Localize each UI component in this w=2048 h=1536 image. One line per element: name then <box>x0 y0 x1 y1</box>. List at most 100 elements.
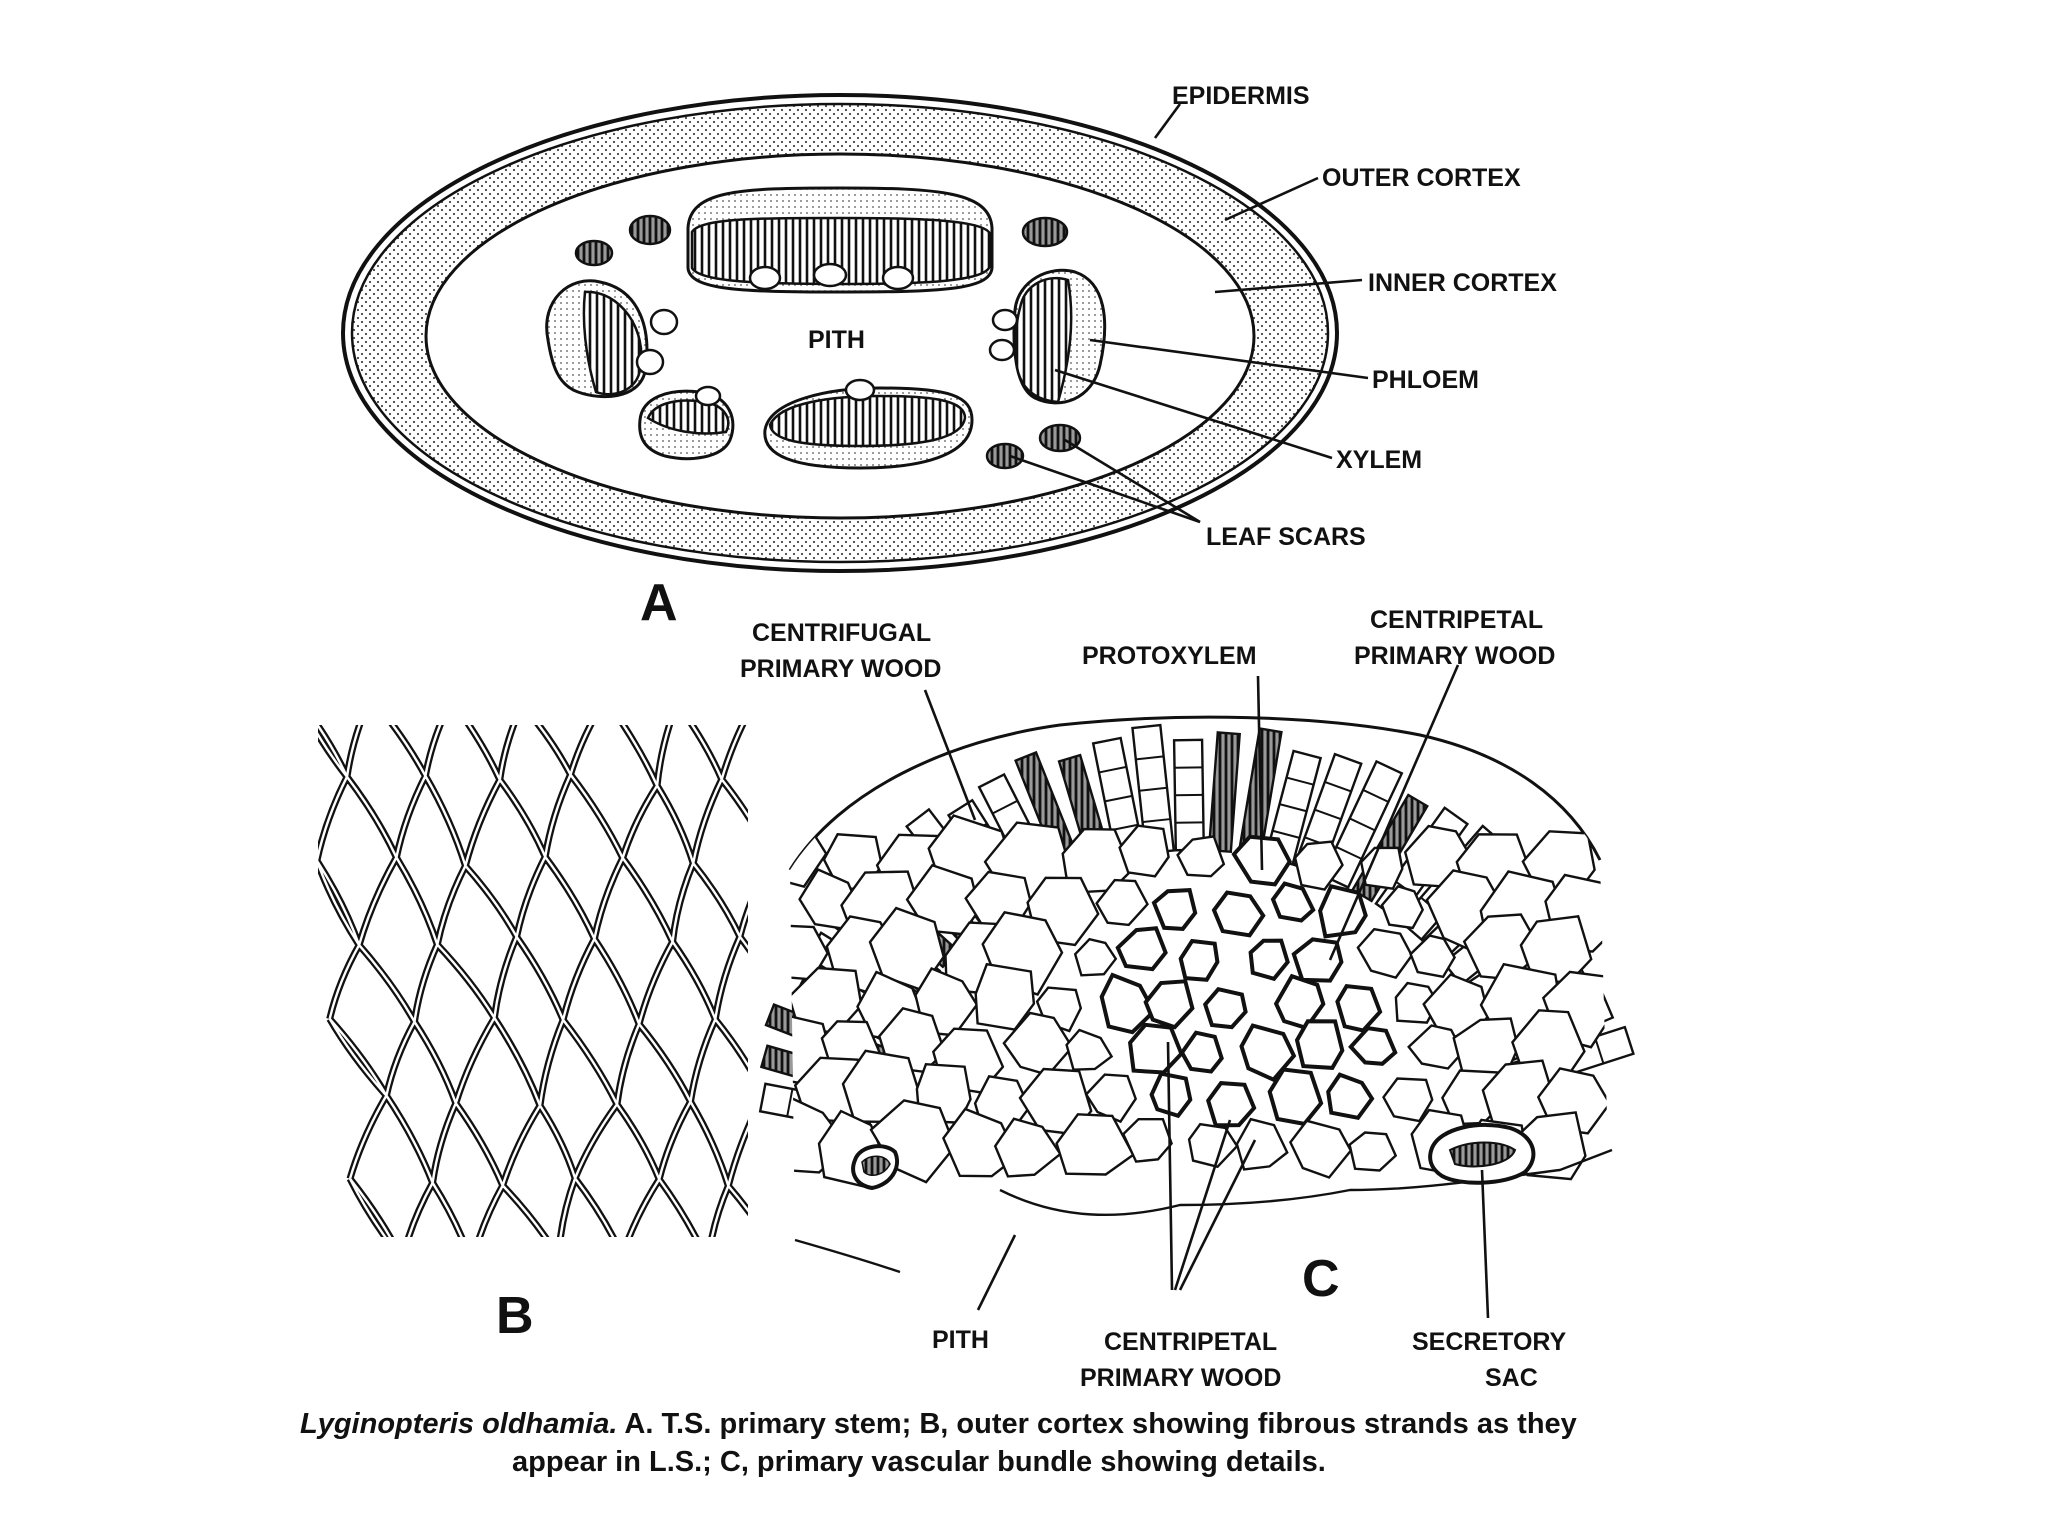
panel-b-letter: B <box>496 1287 534 1345</box>
parenchyma-cell <box>1073 937 1118 977</box>
parenchyma-cell <box>1211 890 1266 938</box>
cell-wall <box>1272 829 1300 839</box>
parenchyma-cell <box>1235 1117 1289 1171</box>
parenchyma-cell <box>1239 1023 1297 1083</box>
secretory-sac-left <box>851 1144 899 1191</box>
centripetal-bottom-label-line2: PRIMARY WOOD <box>1080 1364 1281 1392</box>
secretory-sac-label-line2: SAC <box>1485 1364 1538 1392</box>
cell-wall <box>1324 780 1352 793</box>
cell-wall <box>1279 803 1307 813</box>
centripetal-top-label-line1: CENTRIPETAL <box>1370 606 1543 634</box>
leaf-scar-ovals <box>574 214 1082 470</box>
parenchyma-cell <box>1084 1073 1138 1124</box>
parenchyma-cell <box>1348 1131 1398 1172</box>
parenchyma-cell <box>1205 1081 1257 1128</box>
secretory-sac-label-line1: SECRETORY <box>1412 1328 1567 1356</box>
parenchyma-cell <box>1409 934 1456 979</box>
pith-label-c: PITH <box>932 1326 989 1354</box>
cell-wall <box>1142 818 1171 824</box>
parenchyma-cell <box>1178 938 1220 982</box>
parenchyma-cell <box>1326 1072 1375 1121</box>
cell-wall <box>1286 776 1314 786</box>
cell-wall <box>992 799 1018 815</box>
centrifugal-label-line1: CENTRIFUGAL <box>752 619 931 647</box>
parenchyma-cell <box>1187 1122 1239 1169</box>
figure-caption: Lyginopteris oldhamia. A. T.S. primary s… <box>300 1405 1920 1481</box>
tracheid-file-dark <box>1207 731 1242 854</box>
parenchyma-cell <box>1202 986 1248 1030</box>
cell-wall <box>1098 765 1127 774</box>
cell-wall <box>1139 786 1168 792</box>
fibrous-strand <box>318 725 748 1237</box>
parenchyma-cell <box>1407 1024 1465 1070</box>
parenchyma-cell <box>1359 846 1404 891</box>
parenchyma-cell <box>1065 1028 1114 1071</box>
caption-line1: A. T.S. primary stem; B, outer cortex sh… <box>617 1408 1577 1440</box>
caption-species: Lyginopteris oldhamia. <box>300 1408 618 1440</box>
protoxylem-label: PROTOXYLEM <box>1082 642 1257 670</box>
stem-cross-section: PITH <box>341 93 1339 573</box>
parenchyma-cell <box>1143 979 1195 1030</box>
vascular-bundle-left <box>545 279 649 398</box>
parenchyma-cell <box>1055 1113 1135 1176</box>
parenchyma-cell <box>1356 927 1414 979</box>
secretory-sac <box>1428 1123 1536 1185</box>
leader-lines-c <box>923 664 1490 1319</box>
pith-label-a: PITH <box>808 326 865 354</box>
vascular-bundle-right <box>1012 268 1107 405</box>
cell-wall <box>1349 817 1376 832</box>
parenchyma-cell <box>1176 835 1226 878</box>
cell-wall <box>1135 755 1164 761</box>
parenchyma-cell <box>942 1107 1019 1178</box>
parenchyma-cell <box>1115 926 1168 972</box>
parenchyma-cell <box>1267 1067 1324 1127</box>
parenchyma-cell <box>1288 1119 1353 1179</box>
parenchyma-cell <box>1270 881 1316 923</box>
parenchyma-cell <box>1335 983 1383 1033</box>
parenchyma-cell <box>1128 1022 1184 1075</box>
centrifugal-label-line2: PRIMARY WOOD <box>740 655 941 683</box>
parenchyma-cell <box>1121 1118 1173 1163</box>
labels-c: CENTRIFUGAL PRIMARY WOOD PROTOXYLEM CENT… <box>740 606 1567 1392</box>
caption-line2: appear in L.S.; C, primary vascular bund… <box>512 1446 1326 1478</box>
cell-wall <box>1335 846 1363 860</box>
vascular-bundle-detail-c <box>758 715 1635 1274</box>
labels-a: EPIDERMIS OUTER CORTEX INNER CORTEX PHLO… <box>1172 82 1557 551</box>
cell-wall <box>1362 789 1389 803</box>
parenchyma-cell <box>1179 1030 1224 1074</box>
parenchyma-cell <box>1291 937 1344 983</box>
parenchyma-cell <box>1095 878 1149 927</box>
parenchyma-cell <box>1151 888 1198 931</box>
xylem-label: XYLEM <box>1336 446 1422 474</box>
panel-a-letter: A <box>640 574 678 632</box>
phloem-label: PHLOEM <box>1372 366 1479 394</box>
epidermis-label: EPIDERMIS <box>1172 82 1310 110</box>
small-canals <box>635 262 1019 402</box>
parenchyma-cell <box>1118 824 1170 878</box>
vascular-bundle-bottom <box>763 386 974 470</box>
centripetal-top-label-line2: PRIMARY WOOD <box>1354 642 1555 670</box>
parenchyma-cell <box>1380 884 1425 930</box>
parenchyma-cell <box>1248 938 1290 982</box>
wood-rim <box>788 715 1602 871</box>
panel-c-letter: C <box>1302 1250 1340 1308</box>
leader-lines-a <box>1009 103 1369 524</box>
parenchyma-cell <box>1099 972 1157 1035</box>
parenchyma-cell <box>1348 1025 1398 1066</box>
outer-cortex-label: OUTER CORTEX <box>1322 164 1521 192</box>
inner-cortex-label: INNER CORTEX <box>1368 269 1557 297</box>
cell-wall <box>1104 794 1133 803</box>
centripetal-bottom-label-line1: CENTRIPETAL <box>1104 1328 1277 1356</box>
parenchyma-cell <box>993 1117 1062 1178</box>
parenchyma-cell <box>1149 1071 1193 1119</box>
parenchyma-cell <box>1294 1019 1345 1070</box>
cell-wall <box>786 1088 794 1117</box>
vascular-bundle-small <box>638 385 735 461</box>
cell-wall <box>1314 808 1342 821</box>
parenchyma-cell <box>1293 840 1344 891</box>
parenchyma-cell <box>1382 1077 1434 1123</box>
leaf-scars-label: LEAF SCARS <box>1206 523 1366 551</box>
pith-parenchyma-cells <box>790 814 1610 1189</box>
fibrous-network-b <box>318 725 748 1237</box>
